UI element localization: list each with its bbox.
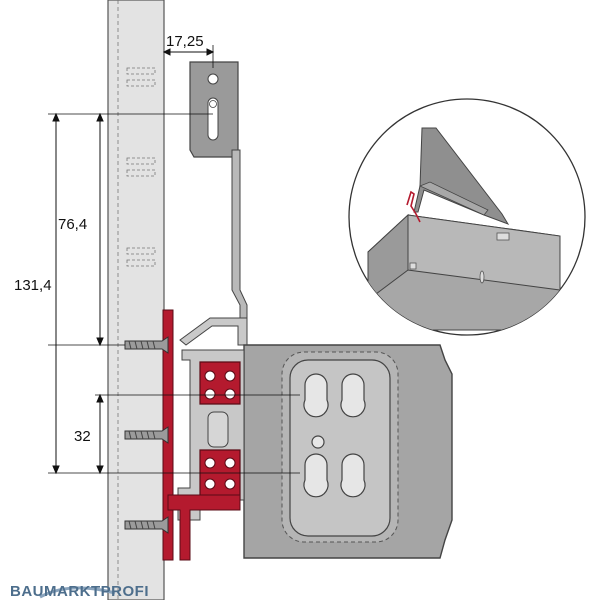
dimension-lines (48, 45, 300, 475)
dimension-top-offset: 17,25 (166, 33, 204, 50)
logo-swoosh-icon (39, 586, 116, 599)
drawer-side-profile (243, 344, 453, 559)
screw-lower (124, 516, 169, 534)
dimension-total: 131,4 (14, 277, 52, 294)
cabinet-side-panel (107, 0, 165, 600)
mounting-bracket (179, 61, 248, 346)
dimension-upper-hole: 76,4 (58, 216, 87, 233)
detail-inset-circle (348, 98, 586, 336)
screw-upper (124, 336, 169, 354)
baumarktprofi-logo: BAUMARKTPROFI (10, 583, 170, 600)
dimension-lower-hole: 32 (74, 428, 91, 445)
panel-hole-markers (126, 67, 156, 267)
red-runner-rail (162, 309, 245, 561)
screw-middle (124, 426, 169, 444)
keyhole-slots (303, 373, 366, 498)
screws (124, 336, 169, 534)
logo-text: BAUMARKTPROFI (10, 583, 149, 600)
